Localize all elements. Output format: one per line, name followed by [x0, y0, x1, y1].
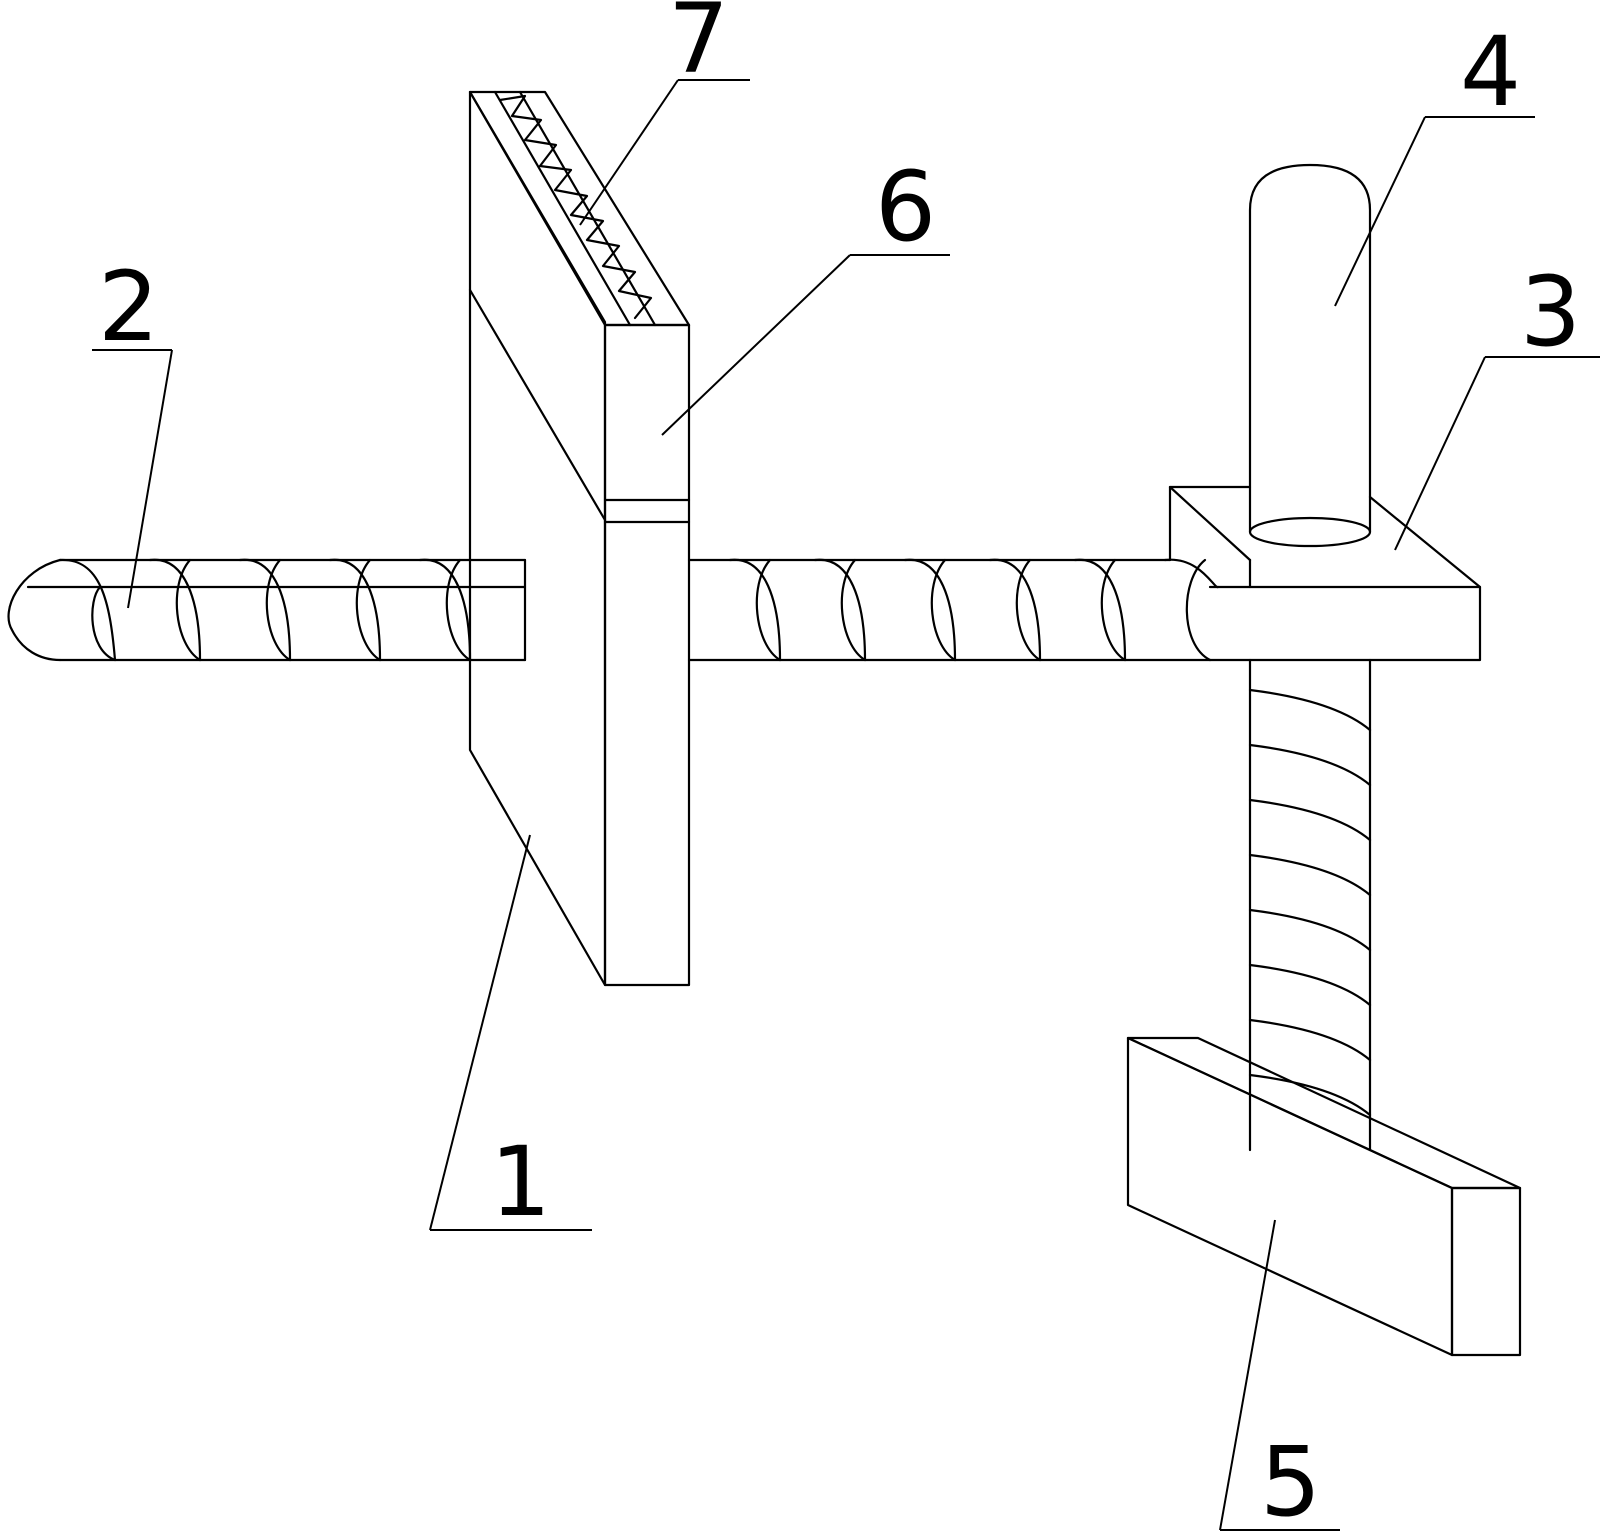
base-plate — [468, 90, 607, 987]
handle — [1248, 163, 1372, 548]
callout-1: 1 — [490, 1126, 551, 1238]
clamp-block — [1168, 485, 1482, 662]
leader-lines — [92, 79, 1600, 1531]
callout-5: 5 — [1260, 1426, 1321, 1531]
callout-3: 3 — [1520, 256, 1581, 368]
callout-6: 6 — [875, 151, 936, 263]
callout-2: 2 — [98, 251, 159, 363]
lower-threaded-rod — [1248, 658, 1372, 1152]
left-threaded-rod — [7, 558, 527, 662]
right-threaded-rod — [687, 558, 1220, 662]
callout-7: 7 — [668, 0, 729, 95]
pressure-foot — [1126, 1036, 1522, 1357]
serrated-strip — [493, 90, 657, 327]
front-slab — [468, 90, 691, 987]
callout-4: 4 — [1460, 16, 1521, 128]
